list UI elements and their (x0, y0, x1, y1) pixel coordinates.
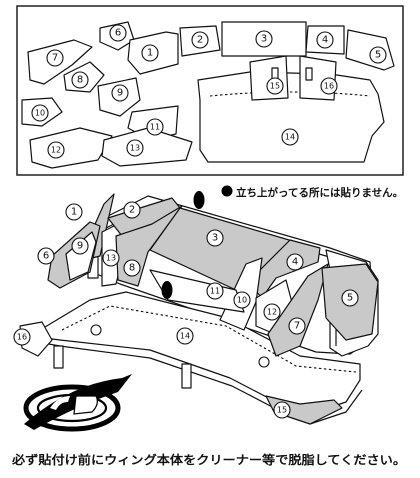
wing-label-8: 8 (123, 259, 141, 277)
svg-text:1: 1 (147, 48, 153, 59)
wing-label-5: 5 (341, 289, 359, 307)
svg-text:16: 16 (17, 333, 27, 342)
sheet-label-2: 2 (191, 31, 209, 49)
wing-front-lip (25, 339, 363, 425)
wing-label-2: 2 (123, 201, 141, 219)
wing-label-1: 1 (65, 203, 83, 221)
wing-label-16: 16 (13, 328, 31, 346)
cleaning-instruction: 必ず貼付け前にウィング本体をクリーナー等で脱脂してください。 (11, 453, 406, 467)
wing-label-7: 7 (288, 317, 306, 335)
wing-label-13: 13 (102, 249, 120, 267)
svg-text:12: 12 (267, 308, 277, 317)
wing-label-3: 3 (206, 229, 224, 247)
sheet-label-5: 5 (369, 46, 387, 64)
svg-text:3: 3 (212, 233, 218, 244)
wing-label-15: 15 (273, 401, 291, 419)
wing-part-7 (267, 263, 329, 357)
wing-mount-post-right (181, 363, 192, 389)
svg-text:10: 10 (237, 296, 247, 305)
sheet-label-6: 6 (109, 24, 127, 42)
sheet-piece-3 (221, 21, 307, 57)
svg-text:8: 8 (129, 263, 135, 274)
svg-text:1: 1 (71, 207, 77, 218)
svg-text:5: 5 (347, 293, 353, 304)
wing-mount-post-left (53, 345, 64, 369)
svg-text:7: 7 (294, 321, 300, 332)
sheet-piece-14-inner (209, 91, 371, 97)
svg-text:13: 13 (106, 254, 116, 263)
wing-label-11: 11 (206, 282, 224, 300)
svg-text:2: 2 (197, 35, 203, 46)
sheet-label-14: 14 (281, 128, 299, 146)
svg-text:3: 3 (261, 34, 267, 45)
wing-part-9 (65, 231, 97, 281)
wing-deck-outline (61, 305, 357, 373)
sheet-label-12: 12 (47, 141, 65, 159)
wing-label-14: 14 (176, 327, 194, 345)
svg-text:2: 2 (129, 205, 135, 216)
sheet-piece-14 (197, 71, 385, 163)
svg-text:4: 4 (322, 35, 328, 46)
svg-text:7: 7 (52, 53, 58, 64)
wing-label-12: 12 (263, 303, 281, 321)
svg-text:16: 16 (324, 82, 334, 91)
sheet-piece-12 (29, 127, 113, 169)
sheet-label-1: 1 (141, 44, 159, 62)
svg-text:11: 11 (210, 287, 220, 296)
wing-label-6: 6 (37, 247, 55, 265)
wing-illustration: 1 2 3 4 5 6 7 8 9 10 11 12 13 14 15 16 (13, 191, 379, 425)
sheet-label-13: 13 (126, 139, 144, 157)
svg-text:6: 6 (115, 28, 121, 39)
svg-text:9: 9 (77, 241, 83, 252)
svg-text:14: 14 (180, 332, 190, 341)
sheet-label-8: 8 (71, 71, 89, 89)
sheet-label-7: 7 (46, 49, 64, 67)
warning-bullet-icon (221, 185, 233, 197)
wing-label-4: 4 (286, 253, 304, 271)
sheet-label-15: 15 (266, 77, 284, 95)
wing-label-10: 10 (233, 291, 251, 309)
raised-edge-marker-middle (161, 281, 173, 299)
sheet-label-10: 10 (31, 104, 49, 122)
svg-text:11: 11 (150, 123, 160, 132)
svg-text:5: 5 (375, 50, 381, 61)
svg-text:13: 13 (130, 144, 140, 153)
wing-deck-hole-left (90, 324, 102, 336)
svg-text:12: 12 (51, 146, 61, 155)
svg-text:8: 8 (77, 75, 83, 86)
sheet-label-4: 4 (316, 31, 334, 49)
sheet-label-3: 3 (255, 30, 273, 48)
svg-text:15: 15 (277, 406, 287, 415)
svg-text:10: 10 (35, 109, 45, 118)
sheet-piece-15 (249, 55, 289, 101)
raised-edge-warning: 立ち上がってる所には貼りません。 (236, 186, 403, 199)
wing-front-deck (29, 291, 361, 415)
wing-deck-hole-right (258, 356, 270, 368)
brand-logo (23, 374, 132, 432)
wing-label-9: 9 (71, 237, 89, 255)
sheet-label-16: 16 (320, 77, 338, 95)
svg-text:4: 4 (292, 257, 298, 268)
sticker-sheet: 1 2 3 4 5 6 7 8 9 10 11 12 13 14 15 16 (16, 5, 404, 176)
sheet-piece-16-slot (305, 67, 313, 81)
sheet-label-9: 9 (111, 84, 129, 102)
sheet-label-11: 11 (146, 118, 164, 136)
svg-text:6: 6 (43, 251, 49, 262)
svg-text:9: 9 (117, 88, 123, 99)
raised-edge-marker-top (193, 191, 205, 209)
svg-text:15: 15 (270, 82, 280, 91)
svg-text:14: 14 (285, 133, 295, 142)
